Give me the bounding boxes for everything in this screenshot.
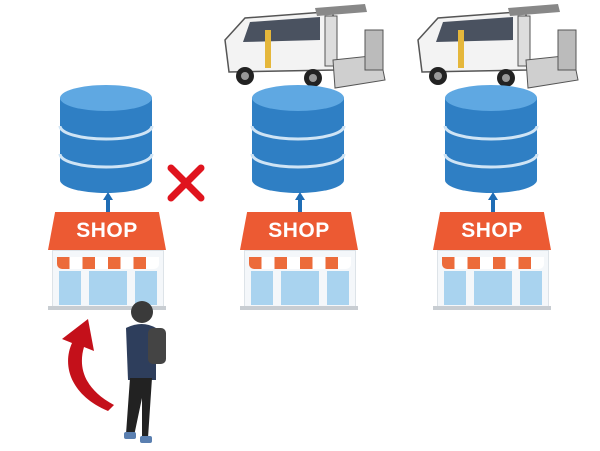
van-icon [224, 4, 386, 89]
shop-label: SHOP [76, 219, 138, 242]
database-icon [250, 85, 346, 193]
shop-column-1: SHOP [42, 0, 172, 320]
cross-icon [167, 164, 205, 202]
shop-label: SHOP [461, 219, 523, 242]
shop-column-3: SHOP [427, 0, 557, 320]
shop: SHOP [234, 212, 364, 312]
database-icon [443, 85, 539, 193]
up-arrow-icon [488, 192, 498, 212]
person-icon [124, 301, 166, 443]
shop: SHOP [42, 212, 172, 312]
up-arrow-icon [295, 192, 305, 212]
shop-column-2: SHOP [234, 0, 364, 320]
van-icon [417, 4, 579, 89]
database-icon [58, 85, 154, 193]
up-arrow-icon [103, 192, 113, 212]
shop: SHOP [427, 212, 557, 312]
curved-arrow-icon [62, 319, 114, 411]
shop-label: SHOP [268, 219, 330, 242]
